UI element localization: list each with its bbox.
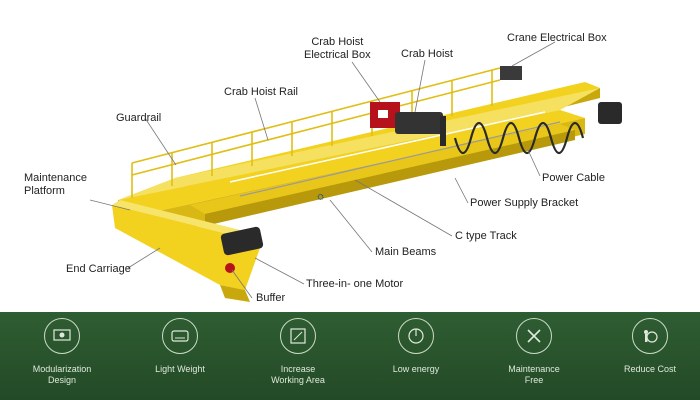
inner-main-beam	[190, 124, 575, 214]
label-crab-hoist: Crab Hoist	[401, 48, 453, 60]
area-icon	[280, 318, 316, 354]
label-line: Platform	[24, 185, 65, 197]
label-end-carriage: End Carriage	[66, 263, 131, 275]
label-three-in-one-motor: Three-in- one Motor	[306, 278, 404, 290]
cost-icon	[632, 318, 668, 354]
three-in-one-motor-shape	[220, 226, 264, 256]
modular-icon	[44, 318, 80, 354]
label-line: Electrical Box	[304, 49, 371, 61]
label-crab-hoist-electrical-box: Crab Hoist Electrical Box	[304, 36, 371, 62]
label-buffer: Buffer	[256, 292, 286, 304]
feature-line: Modularization	[32, 364, 92, 374]
feature-reduce-cost: Reduce Cost	[600, 312, 700, 400]
feature-line: Increase	[280, 364, 316, 374]
beam-logo: ⛭	[317, 192, 326, 202]
label-line: Maintenance	[24, 172, 87, 184]
feature-label: Reduce Cost	[600, 364, 700, 375]
features-band: Modularization Design Light Weight Incre…	[0, 312, 700, 400]
end-carriage-body	[112, 205, 260, 290]
feature-line: Free	[524, 375, 544, 385]
crab-hoist-rail	[229, 111, 546, 183]
feature-line: Low energy	[392, 364, 440, 374]
label-maintenance-platform: Maintenance Platform	[24, 172, 87, 198]
feature-label: Increase Working Area	[248, 364, 348, 386]
crane-illustration: ⛭	[89, 41, 622, 302]
label-power-supply-bracket: Power Supply Bracket	[470, 197, 579, 209]
weight-icon	[162, 318, 198, 354]
feature-increase-working-area: Increase Working Area	[248, 312, 348, 400]
label-line: Crab Hoist	[311, 36, 364, 48]
label-power-cable: Power Cable	[542, 172, 605, 184]
maintenance-platform-surface	[118, 88, 600, 200]
crane-electrical-box-shape	[500, 66, 522, 80]
energy-icon	[398, 318, 434, 354]
crane-diagram: ⛭ Crab Hoist Electrical Box Crab Hoist C…	[24, 32, 622, 304]
label-crane-electrical-box: Crane Electrical Box	[507, 32, 607, 44]
feature-label: Light Weight	[130, 364, 230, 375]
feature-line: Light Weight	[155, 364, 205, 374]
label-c-type-track: C type Track	[455, 230, 517, 242]
power-cable-shape	[453, 121, 585, 155]
feature-line: Maintenance	[508, 364, 560, 374]
feature-label: Maintenance Free	[484, 364, 584, 386]
feature-label: Low energy	[366, 364, 466, 375]
label-crab-hoist-rail: Crab Hoist Rail	[224, 86, 298, 98]
label-main-beams: Main Beams	[375, 246, 437, 258]
near-main-beam	[118, 110, 585, 215]
tools-icon	[516, 318, 552, 354]
far-end-motor	[598, 102, 622, 124]
feature-modularization: Modularization Design	[12, 312, 112, 400]
feature-low-energy: Low energy	[366, 312, 466, 400]
feature-line: Design	[47, 375, 76, 385]
feature-line: Working Area	[271, 375, 325, 385]
feature-light-weight: Light Weight	[130, 312, 230, 400]
label-guardrail: Guardrail	[116, 112, 162, 124]
leader-lines	[89, 41, 556, 299]
c-type-track	[239, 121, 561, 197]
crab-hoist-shape	[395, 112, 443, 134]
feature-label: Modularization Design	[12, 364, 112, 386]
feature-maintenance-free: Maintenance Free	[484, 312, 584, 400]
feature-line: Reduce Cost	[623, 364, 677, 374]
